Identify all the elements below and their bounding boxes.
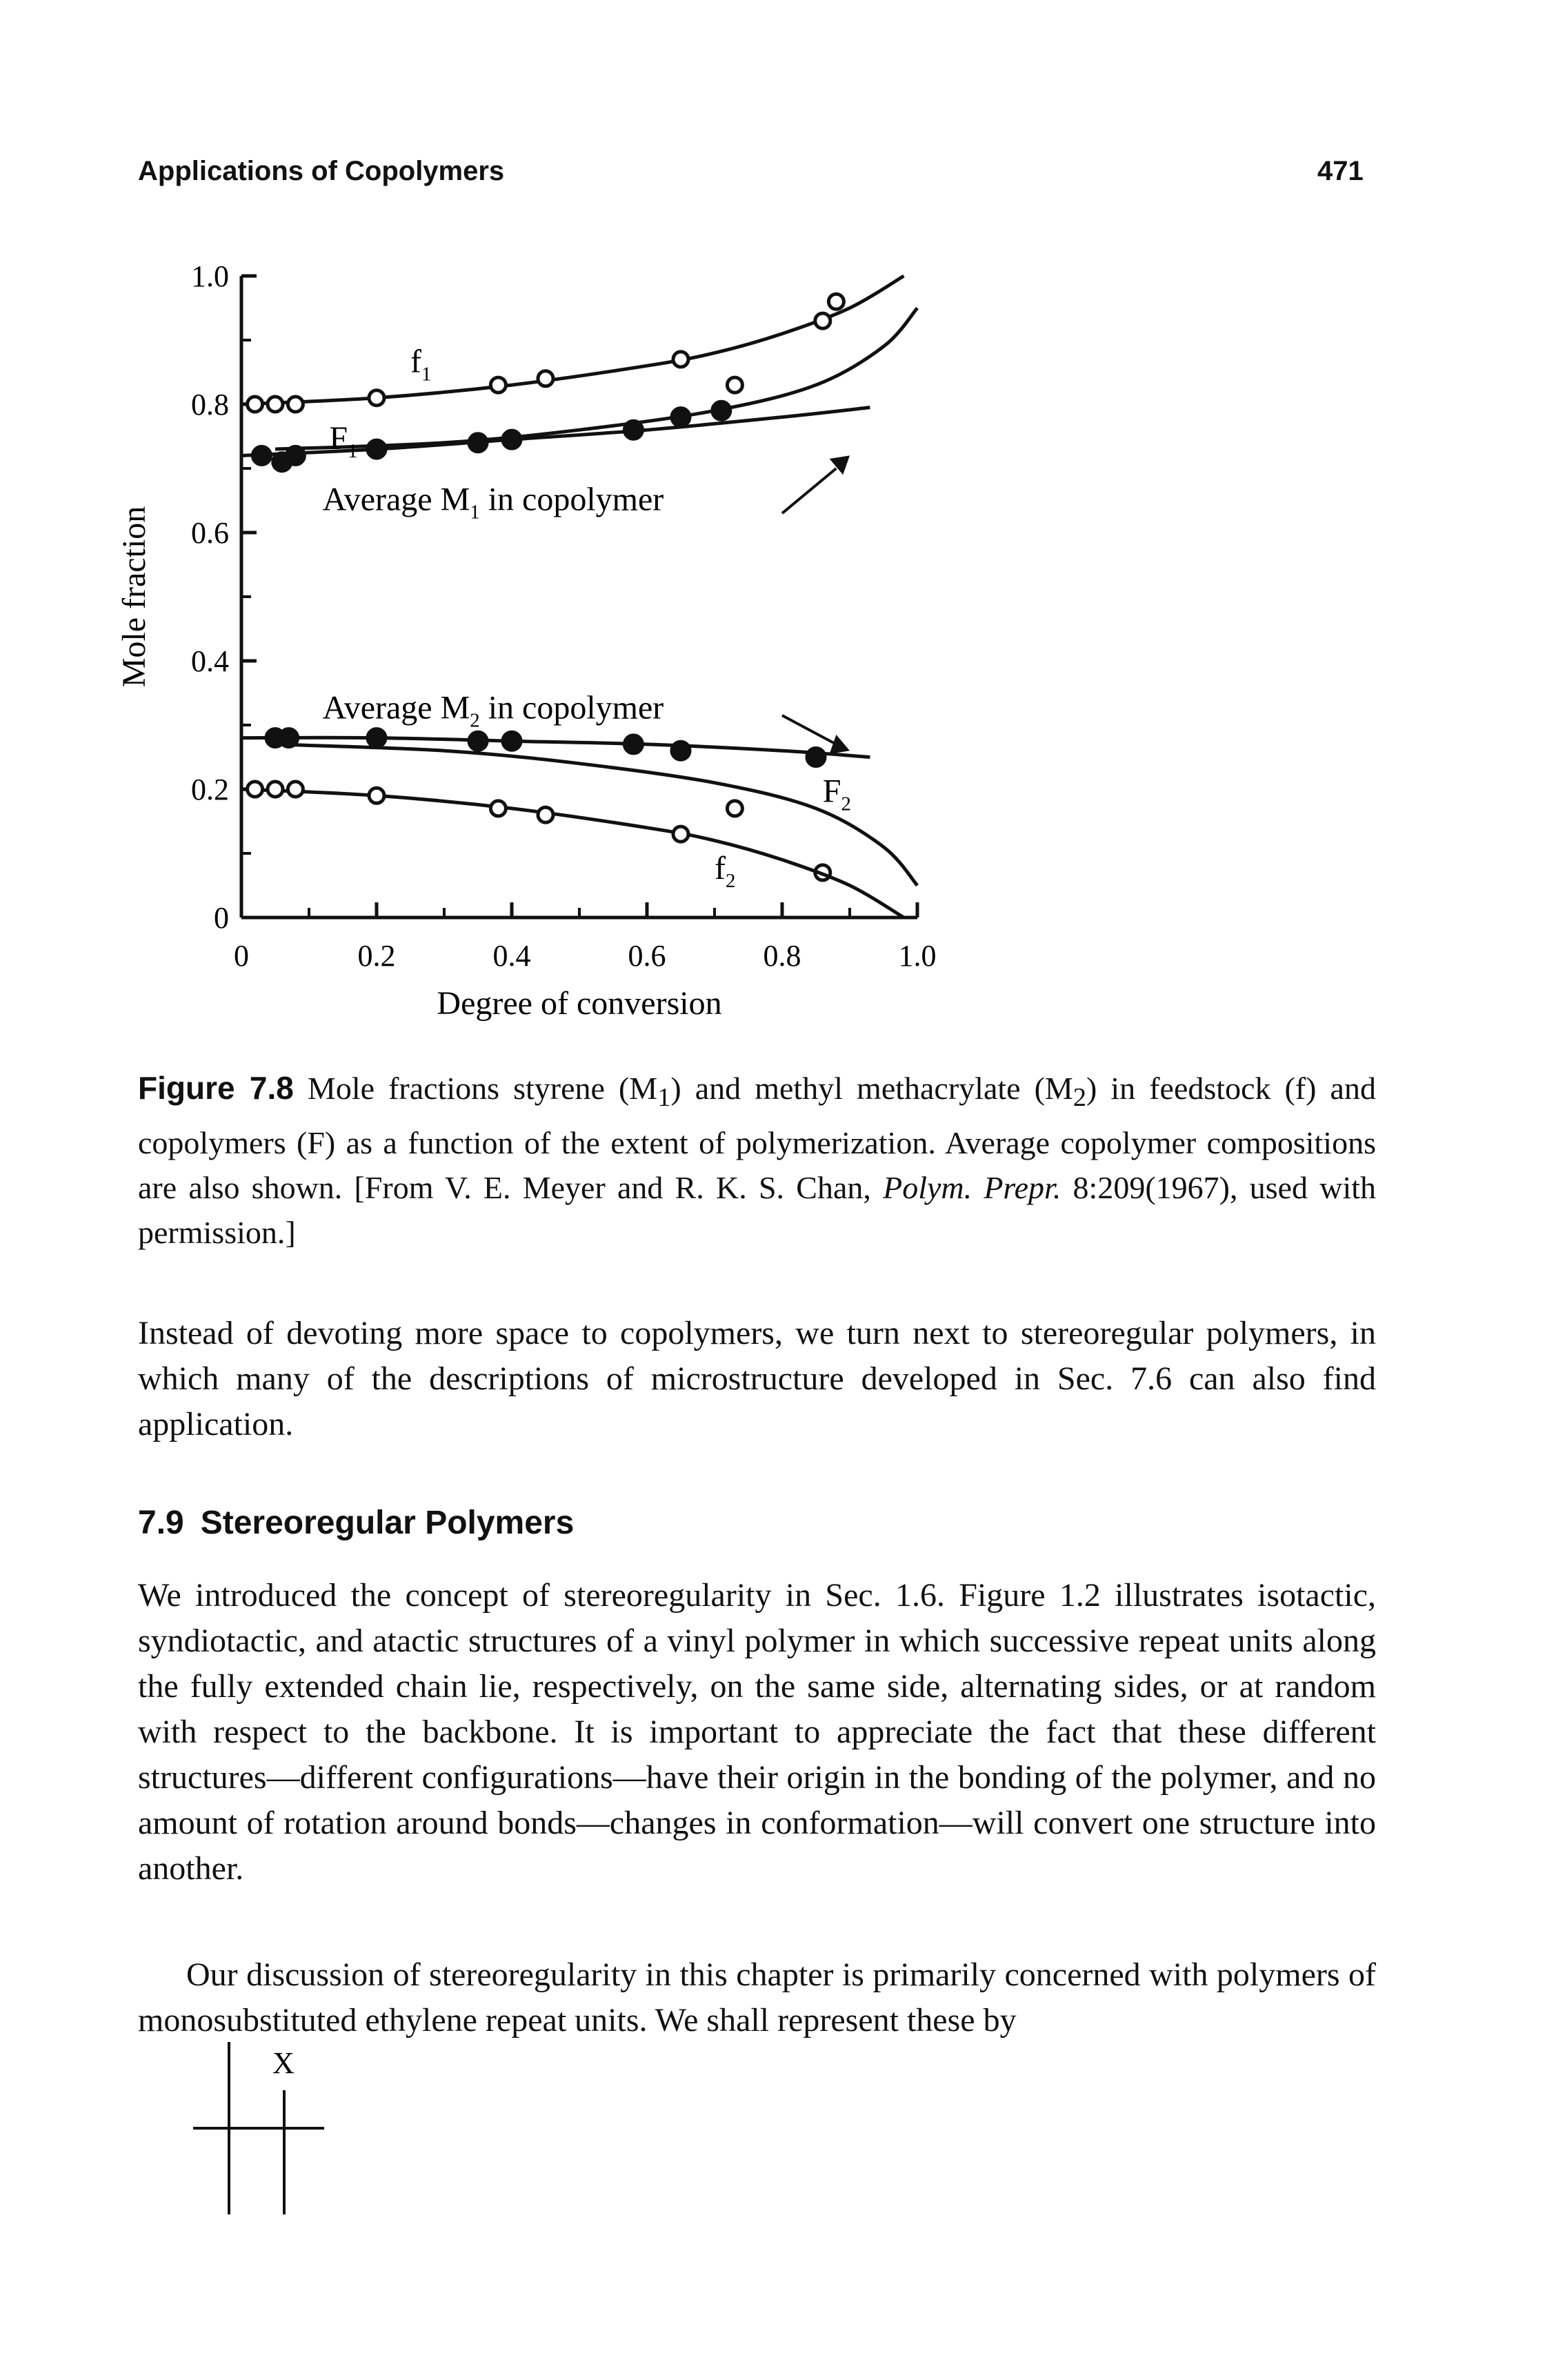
data-point	[367, 786, 386, 805]
y-tick-label: 0.6	[191, 516, 229, 550]
structure-substituent-label: X	[272, 2046, 295, 2080]
data-point	[826, 292, 846, 311]
label-f2: f2	[715, 850, 735, 892]
running-head: Applications of Copolymers	[138, 156, 505, 186]
y-axis-label: Mole fraction	[116, 506, 152, 688]
page-number: 471	[1317, 156, 1364, 186]
repeat-unit-structure: X	[193, 2042, 324, 2214]
label-avg-m1: Average M1 in copolymer	[323, 481, 664, 523]
data-point	[278, 727, 300, 749]
data-point	[536, 369, 555, 388]
data-point	[366, 727, 388, 749]
section-number: 7.9	[138, 1505, 184, 1541]
data-point	[725, 799, 744, 818]
y-tick-label: 0	[214, 901, 229, 935]
data-point	[501, 730, 523, 752]
chart-series	[241, 274, 919, 920]
data-point	[622, 733, 644, 755]
series-line-2	[241, 406, 870, 457]
label-avg-m2: Average M2 in copolymer	[323, 690, 664, 732]
data-point	[250, 444, 272, 466]
data-point	[246, 780, 265, 799]
data-point	[622, 419, 644, 441]
label-F2: F2	[823, 773, 851, 815]
x-axis-label: Degree of conversion	[437, 985, 721, 1022]
caption-sub-2: 2	[1073, 1083, 1087, 1113]
data-point	[805, 746, 827, 768]
data-point	[467, 730, 489, 752]
series-line-4	[275, 742, 919, 887]
figure-caption: Figure 7.8 Mole fractions styrene (M1) a…	[138, 1066, 1376, 1255]
figure-label: Figure 7.8	[138, 1070, 294, 1106]
data-point	[488, 375, 508, 395]
data-point	[367, 388, 386, 408]
arrowhead-avg-m2	[829, 734, 850, 754]
data-point	[536, 805, 555, 824]
data-point	[725, 375, 744, 395]
label-f1: f1	[410, 344, 431, 386]
caption-text-2: ) and methyl methacrylate (M	[670, 1071, 1073, 1106]
arrowhead-avg-m1	[829, 455, 850, 475]
series-line-1	[275, 306, 919, 451]
y-tick-label: 0.2	[191, 773, 229, 806]
data-point	[467, 432, 489, 454]
x-tick-label: 0.4	[493, 939, 531, 973]
arrow-avg-m1	[781, 467, 837, 515]
caption-text-1: Mole fractions styrene (M	[307, 1071, 658, 1106]
x-tick-label: 1.0	[899, 939, 937, 973]
body-paragraph-1: Instead of devoting more space to copoly…	[138, 1315, 1376, 1442]
series-line-0	[241, 274, 905, 406]
data-point	[710, 399, 732, 422]
data-point	[501, 428, 523, 450]
section-title: Stereoregular Polymers	[200, 1505, 575, 1541]
data-point	[286, 395, 305, 414]
data-point	[246, 395, 265, 414]
body-paragraph-3: Our discussion of stereoregularity in th…	[138, 1956, 1376, 2039]
y-tick-label: 1.0	[191, 259, 229, 293]
data-point	[670, 406, 692, 428]
data-point	[488, 799, 508, 818]
body-paragraph-2: We introduced the concept of stereoregul…	[138, 1577, 1376, 1887]
x-tick-label: 0.6	[628, 939, 666, 973]
data-point	[813, 311, 832, 330]
x-tick-label: 0.2	[358, 939, 396, 973]
x-tick-label: 0.8	[764, 939, 801, 973]
data-point	[366, 438, 388, 460]
data-point	[671, 824, 690, 844]
data-point	[284, 444, 306, 466]
data-point	[670, 740, 692, 762]
caption-text-4: 8:209(1967), used with permission.]	[138, 1170, 1377, 1251]
arrow-avg-m2	[781, 714, 837, 746]
series-line-5	[241, 787, 905, 920]
y-tick-label: 0.8	[191, 388, 229, 422]
data-point	[286, 780, 305, 799]
series-line-3	[241, 735, 870, 759]
caption-sub-1: 1	[657, 1083, 671, 1113]
x-tick-label: 0	[234, 939, 249, 973]
label-F1: F1	[329, 420, 357, 462]
data-point	[266, 395, 285, 414]
caption-text-3: ) in feedstock (f) and copolymers (F) as…	[138, 1071, 1376, 1206]
section-heading: 7.9 Stereoregular Polymers	[138, 1504, 590, 1542]
data-point	[266, 780, 285, 799]
y-tick-label: 0.4	[191, 644, 229, 678]
data-point	[671, 350, 690, 369]
caption-journal: Polym. Prepr.	[883, 1170, 1061, 1206]
